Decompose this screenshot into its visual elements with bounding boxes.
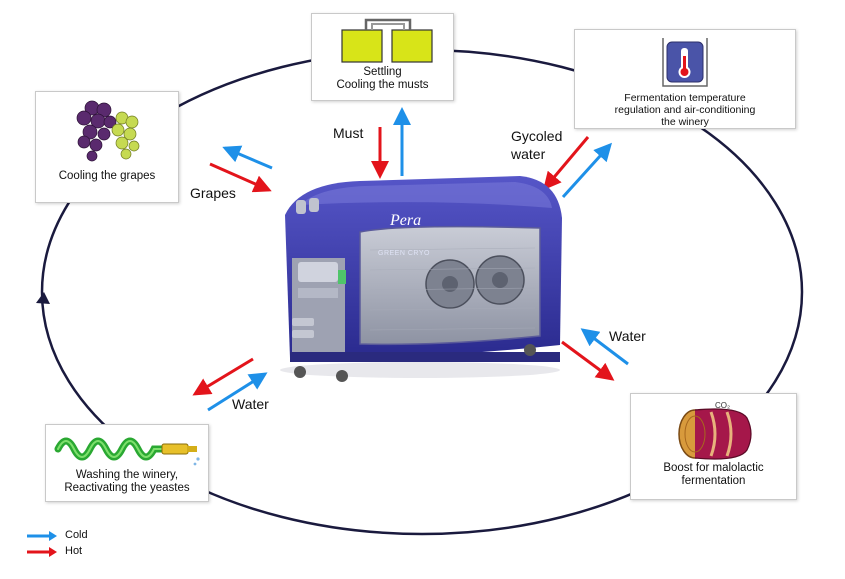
thermometer-icon [662,38,708,87]
barrel-icon [677,408,752,460]
settling-label-line1: Settling [363,66,402,78]
water-right-flow-label: Water [609,328,646,344]
machine-model-label: GREEN CRYO [378,250,430,257]
washing-label-line1: Washing the winery, [75,469,179,481]
green-cryo-machine [280,176,562,382]
water-right-hot-arrow [561,340,615,381]
water-left-flow-label: Water [232,396,269,412]
water-left-hot-arrow [192,357,254,396]
machine-brand-logo: Pera [390,212,422,229]
legend-cold-label: Cold [65,529,88,541]
cycle-direction-arrowhead [36,292,50,304]
legend-arrows-icon [27,531,57,557]
grapes-label: Cooling the grapes [58,170,156,182]
grapes-icon [76,100,140,162]
water-left-cold-arrow [207,372,268,412]
settling-box: Settling Cooling the musts [311,13,454,101]
settling-label-line2: Cooling the musts [336,79,429,91]
glycol-cold-arrow [561,142,613,199]
grapes-cold-arrow [222,145,273,170]
glycol-flow-label-line2: water [511,146,546,162]
fermentation-label-line3: the winery [661,116,709,128]
glycol-hot-arrow [543,136,590,191]
fermentation-box: Fermentation temperature regulation and … [574,29,796,129]
grapes-flow-label: Grapes [190,185,236,201]
must-flow-label: Must [333,125,364,141]
washing-box: Washing the winery, Reactivating the yea… [45,424,209,502]
malolactic-label-line1: Boost for malolactic [663,462,764,474]
fermentation-label-line1: Fermentation temperature [624,92,746,104]
grapes-hot-arrow [209,162,272,193]
co2-label: CO₂ [715,401,731,410]
hose-icon [54,437,200,466]
glycol-flow-label-line1: Gycoled [511,128,563,144]
malolactic-label-line2: fermentation [681,475,746,487]
water-right-cold-arrow [580,328,629,366]
washing-label-line2: Reactivating the yeastes [64,482,190,494]
malolactic-box: CO₂ Boost for malolactic fermentation [630,393,797,500]
settling-tanks-icon [340,18,433,63]
grapes-box: Cooling the grapes [35,91,179,203]
legend: Cold Hot [25,528,145,562]
legend-hot-label: Hot [65,545,83,557]
fermentation-label-line2: regulation and air-conditioning [614,104,756,116]
